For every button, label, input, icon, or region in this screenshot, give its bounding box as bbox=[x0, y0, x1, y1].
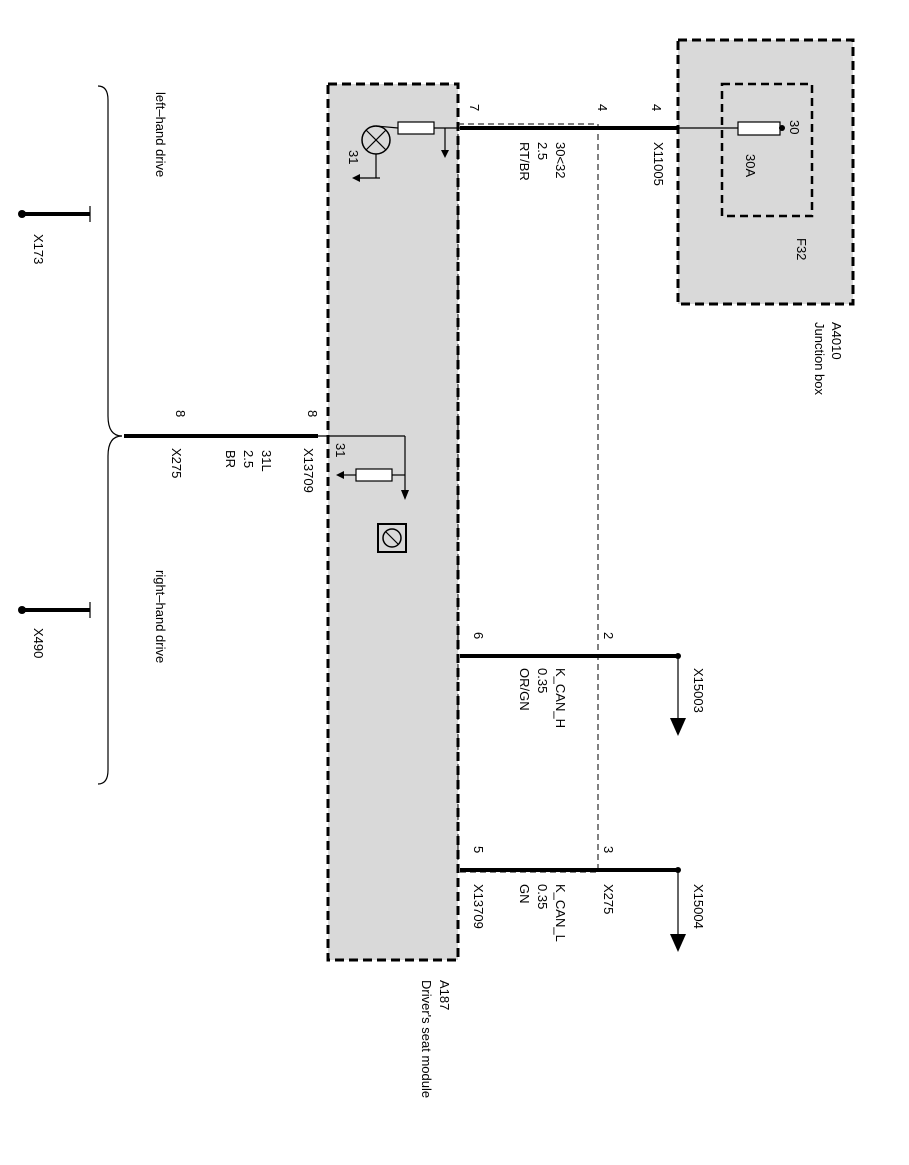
wire-ground-size: 2.5 bbox=[241, 450, 256, 468]
fuse-f32-symbol bbox=[678, 121, 785, 136]
connector-x11005: X11005 bbox=[651, 142, 666, 186]
seat-module-id-label: A187 bbox=[437, 980, 452, 1010]
wire-power-size: 2.5 bbox=[535, 142, 550, 160]
junction-box-id-label: A4010 bbox=[829, 322, 844, 360]
fuse-id-label: F32 bbox=[794, 238, 809, 260]
fuse-terminal-label: 30 bbox=[787, 120, 802, 134]
lhd-label: left–hand drive bbox=[153, 92, 168, 177]
svg-text:5: 5 bbox=[471, 846, 486, 853]
svg-text:30<32: 30<32 bbox=[553, 142, 568, 179]
arrow-x15003 bbox=[670, 718, 686, 736]
pin-module-6: 6 bbox=[471, 632, 486, 639]
target-x15004: X15004 bbox=[691, 884, 706, 929]
pin-module-5: 5 bbox=[471, 846, 486, 853]
ground-terminal-label-2: 31 bbox=[333, 443, 348, 457]
svg-text:Junction box: Junction box bbox=[812, 322, 827, 395]
module-motor-icon bbox=[377, 523, 407, 553]
wire-can-l-circuit: K_CAN_L bbox=[553, 884, 568, 942]
svg-text:X490: X490 bbox=[31, 628, 46, 658]
svg-text:3: 3 bbox=[601, 846, 616, 853]
pin-module-8: 8 bbox=[305, 410, 320, 417]
pin-module-7: 7 bbox=[467, 104, 482, 111]
target-x15003: X15003 bbox=[691, 668, 706, 713]
fuse-f32-box bbox=[720, 82, 814, 218]
variant-brace bbox=[97, 85, 123, 785]
ground-x490-label: X490 bbox=[31, 628, 46, 658]
wire-can-h-circuit: K_CAN_H bbox=[553, 668, 568, 728]
svg-text:left–hand drive: left–hand drive bbox=[153, 92, 168, 177]
svg-text:X275: X275 bbox=[169, 448, 184, 478]
module-internal-ground-circuit bbox=[316, 435, 409, 500]
svg-text:RT/BR: RT/BR bbox=[517, 142, 532, 181]
pin-junction-4a: 4 bbox=[595, 104, 610, 111]
svg-text:F32: F32 bbox=[794, 238, 809, 260]
pin-x275-2: 2 bbox=[601, 632, 616, 639]
connector-x13709-outline bbox=[457, 123, 599, 873]
svg-text:0.35: 0.35 bbox=[535, 884, 550, 909]
ground-terminal-label-1: 31 bbox=[346, 150, 361, 164]
wire-can-h-size: 0.35 bbox=[535, 668, 550, 693]
svg-text:X11005: X11005 bbox=[651, 142, 666, 186]
svg-text:8: 8 bbox=[305, 410, 320, 417]
wire-can-h-color: OR/GN bbox=[517, 668, 532, 711]
svg-text:BR: BR bbox=[223, 450, 238, 468]
arrow-x15004 bbox=[670, 934, 686, 952]
seat-module-name-label: Driver's seat module bbox=[419, 980, 434, 1098]
svg-text:31L: 31L bbox=[259, 450, 274, 472]
pin-junction-4b: 4 bbox=[649, 104, 664, 111]
junction-box-name-label: Junction box bbox=[812, 322, 827, 395]
svg-text:Driver's seat module: Driver's seat module bbox=[419, 980, 434, 1098]
svg-text:X13709: X13709 bbox=[301, 448, 316, 493]
svg-text:8: 8 bbox=[173, 410, 188, 417]
svg-text:0.35: 0.35 bbox=[535, 668, 550, 693]
rhd-label: right–hand drive bbox=[153, 570, 168, 663]
svg-text:4: 4 bbox=[649, 104, 664, 111]
svg-text:X173: X173 bbox=[31, 234, 46, 264]
seat-module-a187 bbox=[326, 82, 460, 962]
wire-can-l-size: 0.35 bbox=[535, 884, 550, 909]
svg-text:31: 31 bbox=[346, 150, 361, 164]
svg-text:OR/GN: OR/GN bbox=[517, 668, 532, 711]
svg-text:30A: 30A bbox=[743, 154, 758, 177]
svg-text:K_CAN_H: K_CAN_H bbox=[553, 668, 568, 728]
wire-power-color: RT/BR bbox=[517, 142, 532, 181]
wire-can-l-color: GN bbox=[517, 884, 532, 904]
svg-text:X275: X275 bbox=[601, 884, 616, 914]
ground-x173-symbol bbox=[18, 206, 91, 222]
wire-ground-color: BR bbox=[223, 450, 238, 468]
svg-text:A4010: A4010 bbox=[829, 322, 844, 360]
module-internal-power-circuit bbox=[352, 121, 460, 182]
pin-ground-8: 8 bbox=[173, 410, 188, 417]
svg-text:X13709: X13709 bbox=[471, 884, 486, 929]
svg-text:7: 7 bbox=[467, 104, 482, 111]
wire-ground-circuit: 31L bbox=[259, 450, 274, 472]
fuse-rating-label: 30A bbox=[743, 154, 758, 177]
wire-power-circuit: 30<32 bbox=[553, 142, 568, 179]
connector-x13709-can: X13709 bbox=[471, 884, 486, 929]
svg-text:X15003: X15003 bbox=[691, 668, 706, 713]
ground-x490-symbol bbox=[18, 602, 91, 618]
svg-text:GN: GN bbox=[517, 884, 532, 904]
connector-x13709-ground: X13709 bbox=[301, 448, 316, 493]
svg-text:X15004: X15004 bbox=[691, 884, 706, 929]
svg-text:2.5: 2.5 bbox=[241, 450, 256, 468]
svg-text:30: 30 bbox=[787, 120, 802, 134]
svg-text:2.5: 2.5 bbox=[535, 142, 550, 160]
svg-text:6: 6 bbox=[471, 632, 486, 639]
connector-x275-can: X275 bbox=[601, 884, 616, 914]
ground-x173-label: X173 bbox=[31, 234, 46, 264]
svg-text:A187: A187 bbox=[437, 980, 452, 1010]
svg-text:4: 4 bbox=[595, 104, 610, 111]
svg-text:31: 31 bbox=[333, 443, 348, 457]
connector-x275-ground: X275 bbox=[169, 448, 184, 478]
svg-text:right–hand drive: right–hand drive bbox=[153, 570, 168, 663]
svg-text:K_CAN_L: K_CAN_L bbox=[553, 884, 568, 942]
pin-x275-3: 3 bbox=[601, 846, 616, 853]
svg-text:2: 2 bbox=[601, 632, 616, 639]
